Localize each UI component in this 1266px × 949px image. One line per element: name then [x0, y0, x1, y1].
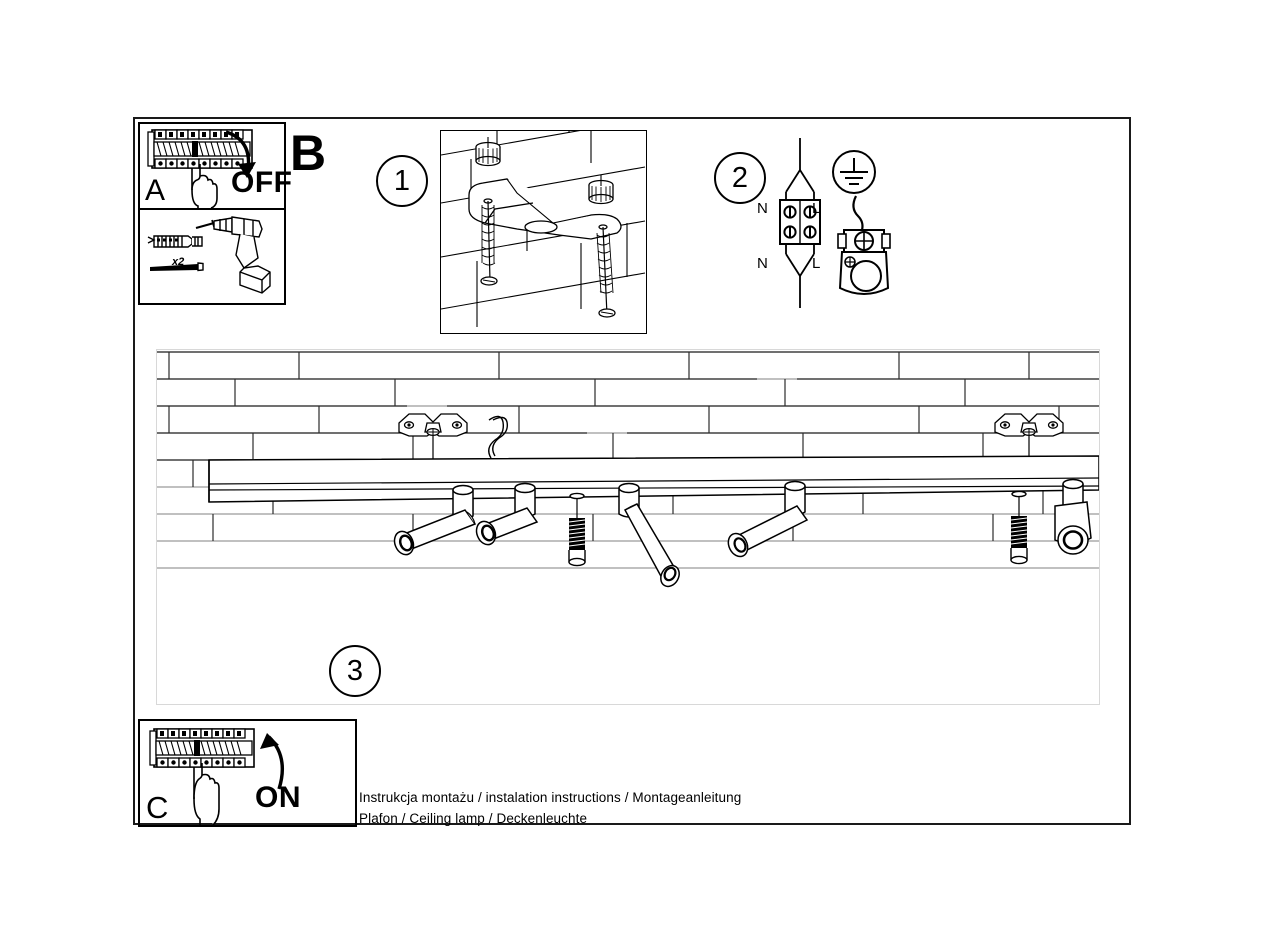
- terminal-block-wiring-illustration: [779, 138, 821, 308]
- power-drill-icon: [195, 216, 271, 294]
- wall-plug-icon: [588, 175, 614, 205]
- threaded-pendant-icon: [1010, 490, 1028, 565]
- page-border: [133, 117, 1131, 825]
- step-2-marker: 2: [714, 152, 766, 204]
- panel-a-letter: A: [145, 174, 166, 207]
- earth-ground-illustration: [832, 150, 891, 295]
- earth-clamp-icon: [837, 229, 891, 295]
- power-cable-icon: [488, 415, 509, 459]
- wall-plug-icon: [147, 235, 203, 248]
- footer-line-2: Plafon / Ceiling lamp / Deckenleuchte: [359, 811, 588, 826]
- mounting-bracket-icon: [398, 413, 468, 460]
- breaker-off-illustration: [147, 129, 253, 209]
- panel-a-tools: [138, 210, 286, 305]
- curved-arrow-up-icon: [260, 733, 284, 790]
- curved-arrow-down-icon: [225, 130, 256, 178]
- step-1-illustration: [440, 130, 647, 334]
- step-3-number: 3: [346, 654, 364, 687]
- spotlight-icon: [618, 482, 680, 588]
- panel-c-letter: C: [146, 790, 169, 825]
- step-2-number: 2: [731, 161, 749, 194]
- ceiling-lamp-bar-icon: [208, 455, 1099, 503]
- panel-a-action-label: OFF: [231, 166, 293, 199]
- earth-ground-symbol-icon: [832, 150, 876, 194]
- mounting-bracket-icon: [468, 178, 622, 240]
- ceiling-lamp-on-wall-illustration: [157, 351, 1099, 588]
- mounting-bracket-icon: [994, 413, 1064, 460]
- spotlight-icon: [1054, 478, 1092, 555]
- wiring-label-l-top: L: [812, 200, 821, 217]
- screw-icon: [596, 226, 616, 318]
- panel-c-breaker-on: [138, 719, 357, 827]
- step-3-wall-scene: [156, 349, 1100, 705]
- wiring-label-n-bottom: N: [757, 255, 768, 272]
- wiring-label-n-top: N: [757, 200, 768, 217]
- panel-a-breaker-off: [138, 122, 286, 210]
- wall-plug-icon: [475, 137, 501, 167]
- bracket-mounting-diagram: [441, 131, 646, 327]
- step-3-marker: 3: [329, 645, 381, 697]
- wiring-label-l-bottom: L: [812, 255, 821, 272]
- step-1-number: 1: [393, 164, 411, 197]
- spotlight-icon: [393, 484, 477, 556]
- step-1-marker: 1: [376, 155, 428, 207]
- plug-quantity-label: x2: [172, 256, 185, 268]
- screw-icon: [150, 262, 204, 272]
- screw-icon: [480, 200, 498, 286]
- footer-text: Instrukcja montażu / instalation instruc…: [359, 787, 741, 829]
- footer-line-1: Instrukcja montażu / instalation instruc…: [359, 790, 742, 805]
- drill-and-plugs-illustration: [147, 216, 271, 294]
- spotlight-icon: [475, 482, 539, 546]
- threaded-pendant-icon: [568, 492, 586, 567]
- breaker-on-illustration: [149, 728, 255, 826]
- panel-b-letter: B: [290, 125, 327, 181]
- spotlight-icon: [727, 480, 809, 558]
